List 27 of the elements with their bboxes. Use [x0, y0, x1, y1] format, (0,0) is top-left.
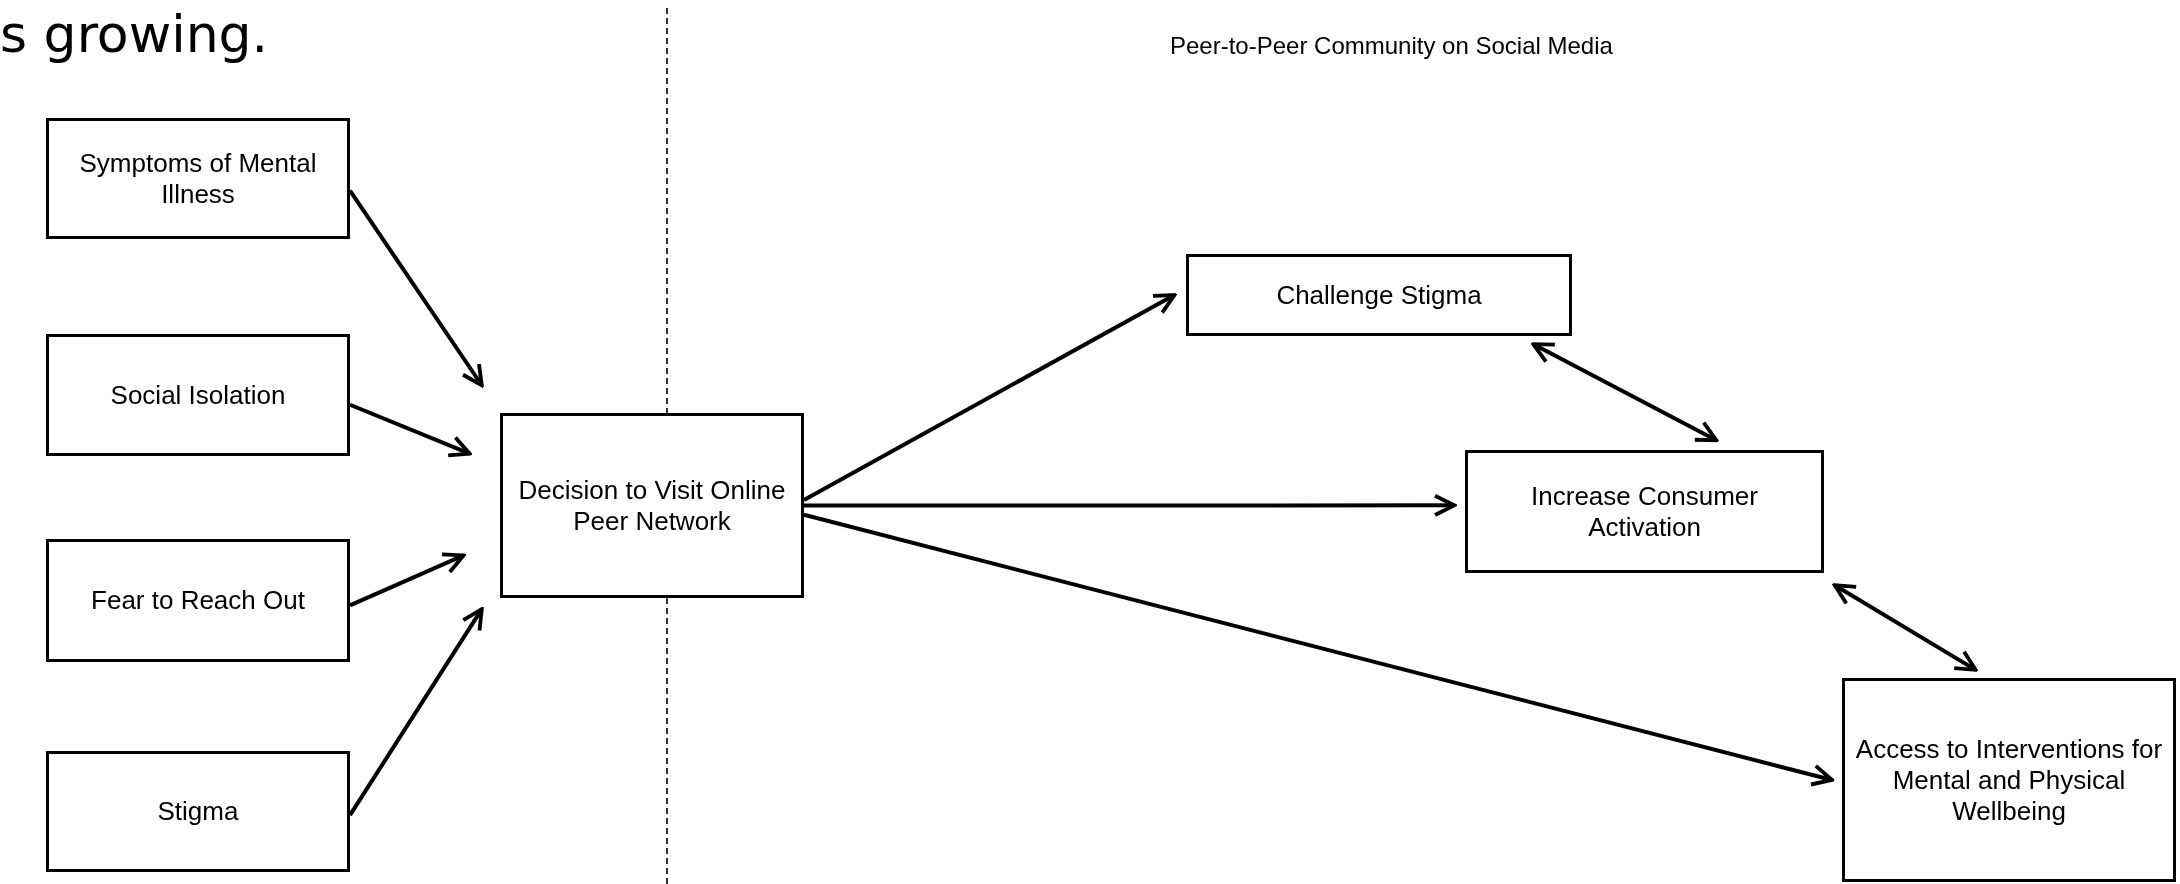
- process-box: [1186, 254, 1572, 336]
- box-label: Challenge Stigma: [1276, 279, 1482, 311]
- box-label: Decision to Visit Online Peer Network: [517, 474, 787, 537]
- box-label: Social Isolation: [110, 379, 286, 411]
- arrow: [349, 402, 472, 458]
- process-box: [1842, 678, 2176, 882]
- process-box: [46, 334, 350, 456]
- arrow: [1832, 583, 1978, 672]
- arrow: [1531, 342, 1719, 443]
- box-label: Access to Interventions for Mental and Physical Wellbeing: [1854, 733, 2164, 827]
- box-label: Stigma: [157, 796, 239, 827]
- process-box: [46, 539, 350, 662]
- process-box: [500, 413, 804, 598]
- diagram-title: Peer-to-Peer Community on Social Media: [1170, 31, 1613, 61]
- box-label: Fear to Reach Out: [91, 585, 305, 616]
- box-label: Increase Consumer Activation: [1530, 480, 1759, 543]
- box-label: Symptoms of Mental Illness: [78, 147, 318, 210]
- heading-fragment: s growing.: [0, 3, 269, 66]
- arrow: [803, 512, 1834, 787]
- arrow: [348, 189, 484, 388]
- arrow: [804, 493, 1457, 517]
- process-box: [46, 751, 350, 872]
- process-box: [46, 118, 350, 239]
- process-box: [1465, 450, 1824, 573]
- arrow: [348, 607, 484, 817]
- arrow: [349, 552, 466, 608]
- arrow: [803, 293, 1177, 502]
